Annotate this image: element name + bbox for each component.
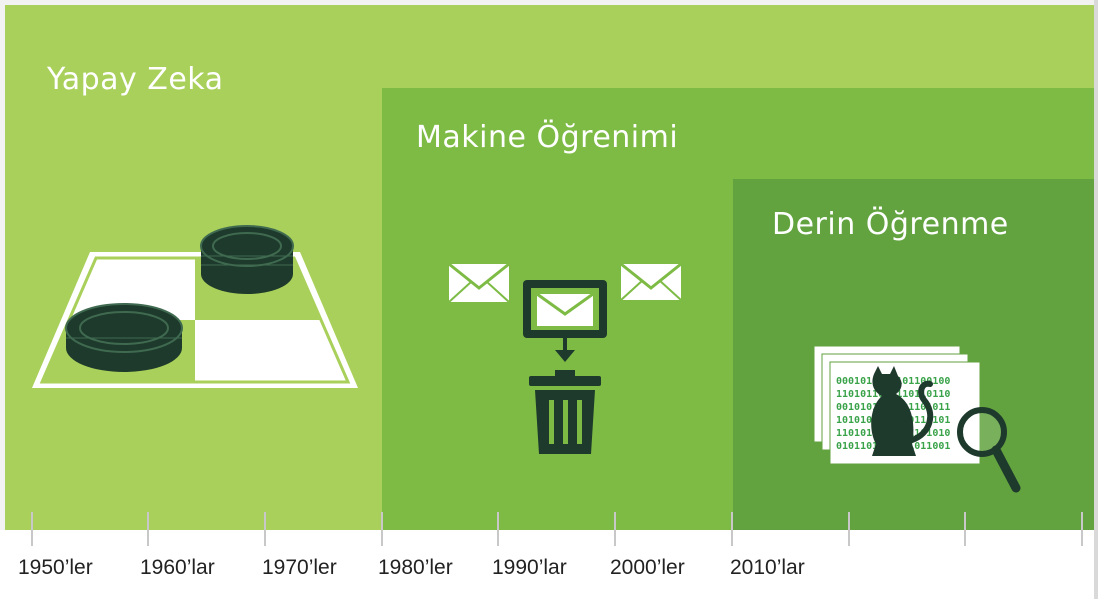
checker-piece-bottom (65, 303, 183, 372)
cat-icon (871, 366, 934, 456)
timeline-tick (31, 512, 33, 546)
timeline-label-2010s: 2010’lar (730, 556, 805, 579)
timeline-tick (497, 512, 499, 546)
timeline-tick (381, 512, 383, 546)
timeline-label-1990s: 1990’lar (492, 556, 567, 579)
timeline-label-1950s: 1950’ler (18, 556, 93, 579)
timeline-tick (614, 512, 616, 546)
checker-piece-top (200, 225, 294, 294)
timeline-tick (731, 512, 733, 546)
monitor-icon (523, 280, 607, 362)
ai-title: Yapay Zeka (47, 62, 224, 97)
envelope-icon (620, 262, 682, 301)
magnifying-glass-icon (957, 407, 1021, 493)
timeline-label-1980s: 1980’ler (378, 556, 453, 579)
timeline-label-2000s: 2000’ler (610, 556, 685, 579)
spam-filter-icon (448, 262, 682, 454)
timeline-tick (264, 512, 266, 546)
envelope-icon (448, 262, 510, 303)
timeline-axis (0, 530, 1098, 599)
timeline-tick (848, 512, 850, 546)
timeline-tick (964, 512, 966, 546)
cat-recognition-icon: 0001010010101100100110101101011011011000… (813, 345, 1021, 493)
dl-title: Derin Öğrenme (772, 207, 1009, 242)
trash-can-icon (529, 370, 601, 454)
ml-title: Makine Öğrenimi (416, 120, 679, 155)
timeline-tick (1081, 512, 1083, 546)
timeline-label-1970s: 1970’ler (262, 556, 337, 579)
timeline-tick (147, 512, 149, 546)
checkers-board-icon (32, 225, 358, 388)
frame-edge (1094, 0, 1098, 599)
timeline-label-1960s: 1960’lar (140, 556, 215, 579)
